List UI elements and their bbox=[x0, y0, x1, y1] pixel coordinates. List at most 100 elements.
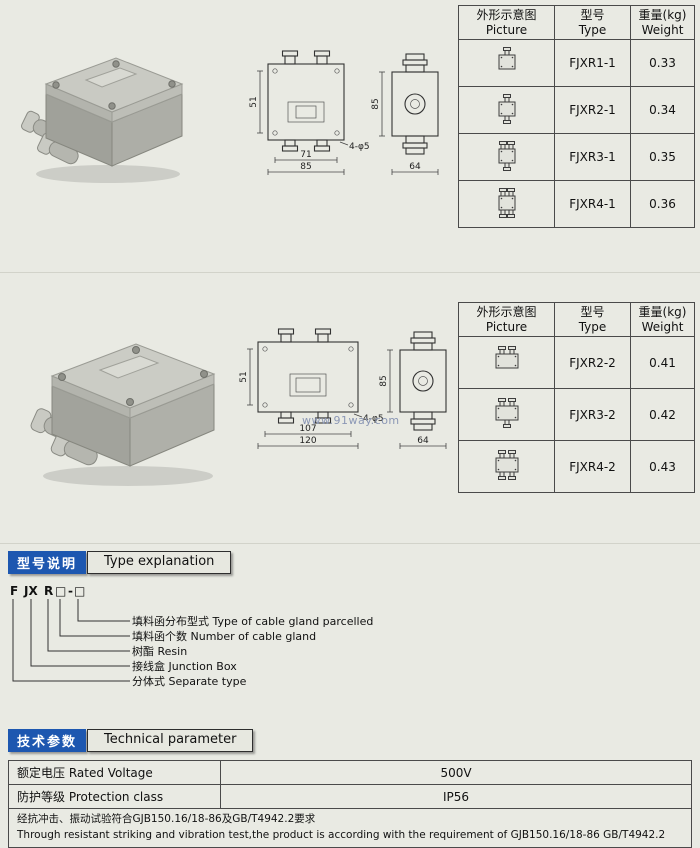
col-weight-cn: 重量(kg) bbox=[638, 7, 687, 22]
svg-text:4-φ5: 4-φ5 bbox=[363, 414, 384, 424]
svg-text:85: 85 bbox=[371, 98, 381, 109]
svg-text:51: 51 bbox=[249, 96, 259, 107]
table-header-row: 外形示意图 Picture 型号 Type 重量(kg) Weight bbox=[458, 302, 695, 337]
svg-text:120: 120 bbox=[299, 436, 316, 446]
code-label-junction-box: 接线盒 Junction Box bbox=[132, 660, 237, 673]
weight-cell: 0.35 bbox=[630, 133, 695, 181]
type-cell: FJXR2-2 bbox=[554, 336, 631, 389]
col-picture-cn: 外形示意图 bbox=[476, 7, 537, 22]
table-row: 经抗冲击、振动试验符合GJB150.16/18-86及GB/T4942.2要求 … bbox=[8, 808, 692, 848]
picture-cell bbox=[458, 336, 555, 389]
code-char-dash: - bbox=[68, 584, 73, 598]
section-title-en: Type explanation bbox=[87, 551, 232, 574]
table-row: FJXR2-2 0.41 bbox=[458, 336, 695, 389]
svg-text:64: 64 bbox=[409, 162, 421, 172]
technical-parameter-header: 技术参数 Technical parameter bbox=[8, 729, 254, 752]
col-picture-en: Picture bbox=[485, 22, 528, 37]
code-label-separate-type: 分体式 Separate type bbox=[132, 675, 247, 688]
spec-table-small-box: 外形示意图 Picture 型号 Type 重量(kg) Weight bbox=[458, 5, 695, 228]
type-cell: FJXR1-1 bbox=[554, 39, 631, 87]
svg-text:71: 71 bbox=[300, 150, 311, 160]
nameplate bbox=[84, 67, 138, 88]
note-chinese: 经抗冲击、振动试验符合GJB150.16/18-86及GB/T4942.2要求 bbox=[17, 813, 316, 825]
type-cell: FJXR3-2 bbox=[554, 388, 631, 441]
code-char-f: F bbox=[10, 584, 19, 598]
lid-screws bbox=[52, 60, 176, 110]
section-title-cn: 型号说明 bbox=[8, 551, 87, 574]
note-english: Through resistant striking and vibration… bbox=[17, 828, 666, 841]
technical-drawing-small-box: 51 71 85 4-φ5 85 64 bbox=[249, 50, 439, 175]
table-row: FJXR3-1 0.35 bbox=[458, 133, 695, 181]
junction-box-2-gland-icon bbox=[498, 93, 515, 124]
table-row: FJXR4-1 0.36 bbox=[458, 180, 695, 228]
technical-drawing-large-box: 51 107 120 4-φ5 85 64 bbox=[239, 328, 447, 449]
svg-text:51: 51 bbox=[239, 371, 249, 382]
product-photo-small-box bbox=[21, 57, 184, 183]
junction-box-3-gland-icon bbox=[498, 140, 515, 171]
lid-screws bbox=[58, 346, 208, 406]
section-divider bbox=[0, 543, 700, 544]
watermark-text: www.91way.com bbox=[302, 414, 400, 427]
col-weight-en: Weight bbox=[641, 319, 684, 334]
table-header-row: 外形示意图 Picture 型号 Type 重量(kg) Weight bbox=[458, 5, 695, 40]
code-label-gland-type: 填料函分布型式 Type of cable gland parcelled bbox=[132, 615, 374, 628]
col-picture-cn: 外形示意图 bbox=[476, 304, 537, 319]
svg-text:4-φ5: 4-φ5 bbox=[349, 142, 370, 152]
table-row: 额定电压 Rated Voltage 500V bbox=[8, 760, 692, 785]
section-title-en: Technical parameter bbox=[87, 729, 254, 752]
type-cell: FJXR3-1 bbox=[554, 133, 631, 181]
weight-cell: 0.43 bbox=[630, 440, 695, 493]
code-label-gland-number: 填料函个数 Number of cable gland bbox=[132, 630, 317, 643]
param-label: 防护等级 Protection class bbox=[8, 784, 221, 809]
svg-text:85: 85 bbox=[379, 375, 389, 386]
svg-text:85: 85 bbox=[300, 162, 311, 172]
param-value: IP56 bbox=[220, 784, 692, 809]
weight-cell: 0.41 bbox=[630, 336, 695, 389]
product-photo-large-box bbox=[30, 343, 216, 486]
test-compliance-note: 经抗冲击、振动试验符合GJB150.16/18-86及GB/T4942.2要求 … bbox=[8, 808, 692, 848]
col-weight-en: Weight bbox=[641, 22, 684, 37]
type-explanation-connector-lines bbox=[12, 599, 130, 682]
col-type-cn: 型号 bbox=[580, 304, 605, 319]
code-char-jx: JX bbox=[24, 584, 38, 598]
junction-box-4-gland-icon bbox=[498, 187, 515, 218]
code-char-r: R bbox=[44, 584, 54, 598]
type-cell: FJXR2-1 bbox=[554, 86, 631, 134]
junction-box-1-gland-icon bbox=[498, 46, 515, 69]
param-value: 500V bbox=[220, 760, 692, 785]
table-row: FJXR4-2 0.43 bbox=[458, 440, 695, 493]
table-row: 防护等级 Protection class IP56 bbox=[8, 784, 692, 809]
type-cell: FJXR4-1 bbox=[554, 180, 631, 228]
junction-box-4-gland-wide-icon bbox=[495, 450, 518, 480]
spec-table-large-box: 外形示意图 Picture 型号 Type 重量(kg) Weight bbox=[458, 302, 695, 493]
code-char-box1: □ bbox=[55, 584, 67, 598]
junction-box-3-gland-wide-icon bbox=[495, 398, 518, 428]
junction-box-2-gland-wide-icon bbox=[495, 346, 518, 369]
table-row: FJXR1-1 0.33 bbox=[458, 39, 695, 87]
col-type-cn: 型号 bbox=[580, 7, 605, 22]
type-cell: FJXR4-2 bbox=[554, 440, 631, 493]
weight-cell: 0.36 bbox=[630, 180, 695, 228]
col-picture-en: Picture bbox=[485, 319, 528, 334]
weight-cell: 0.42 bbox=[630, 388, 695, 441]
section-title-cn: 技术参数 bbox=[8, 729, 87, 752]
weight-cell: 0.33 bbox=[630, 39, 695, 87]
weight-cell: 0.34 bbox=[630, 86, 695, 134]
table-row: FJXR2-1 0.34 bbox=[458, 86, 695, 134]
code-char-box2: □ bbox=[74, 584, 86, 598]
picture-cell bbox=[458, 86, 555, 134]
technical-parameter-table: 额定电压 Rated Voltage 500V 防护等级 Protection … bbox=[8, 760, 692, 848]
picture-cell bbox=[458, 39, 555, 87]
col-type-en: Type bbox=[578, 22, 607, 37]
picture-cell bbox=[458, 180, 555, 228]
nameplate bbox=[98, 355, 160, 379]
col-type-en: Type bbox=[578, 319, 607, 334]
svg-text:64: 64 bbox=[417, 436, 429, 446]
picture-cell bbox=[458, 440, 555, 493]
code-label-resin: 树酯 Resin bbox=[132, 645, 188, 658]
param-label: 额定电压 Rated Voltage bbox=[8, 760, 221, 785]
picture-cell bbox=[458, 133, 555, 181]
table-row: FJXR3-2 0.42 bbox=[458, 388, 695, 441]
col-weight-cn: 重量(kg) bbox=[638, 304, 687, 319]
